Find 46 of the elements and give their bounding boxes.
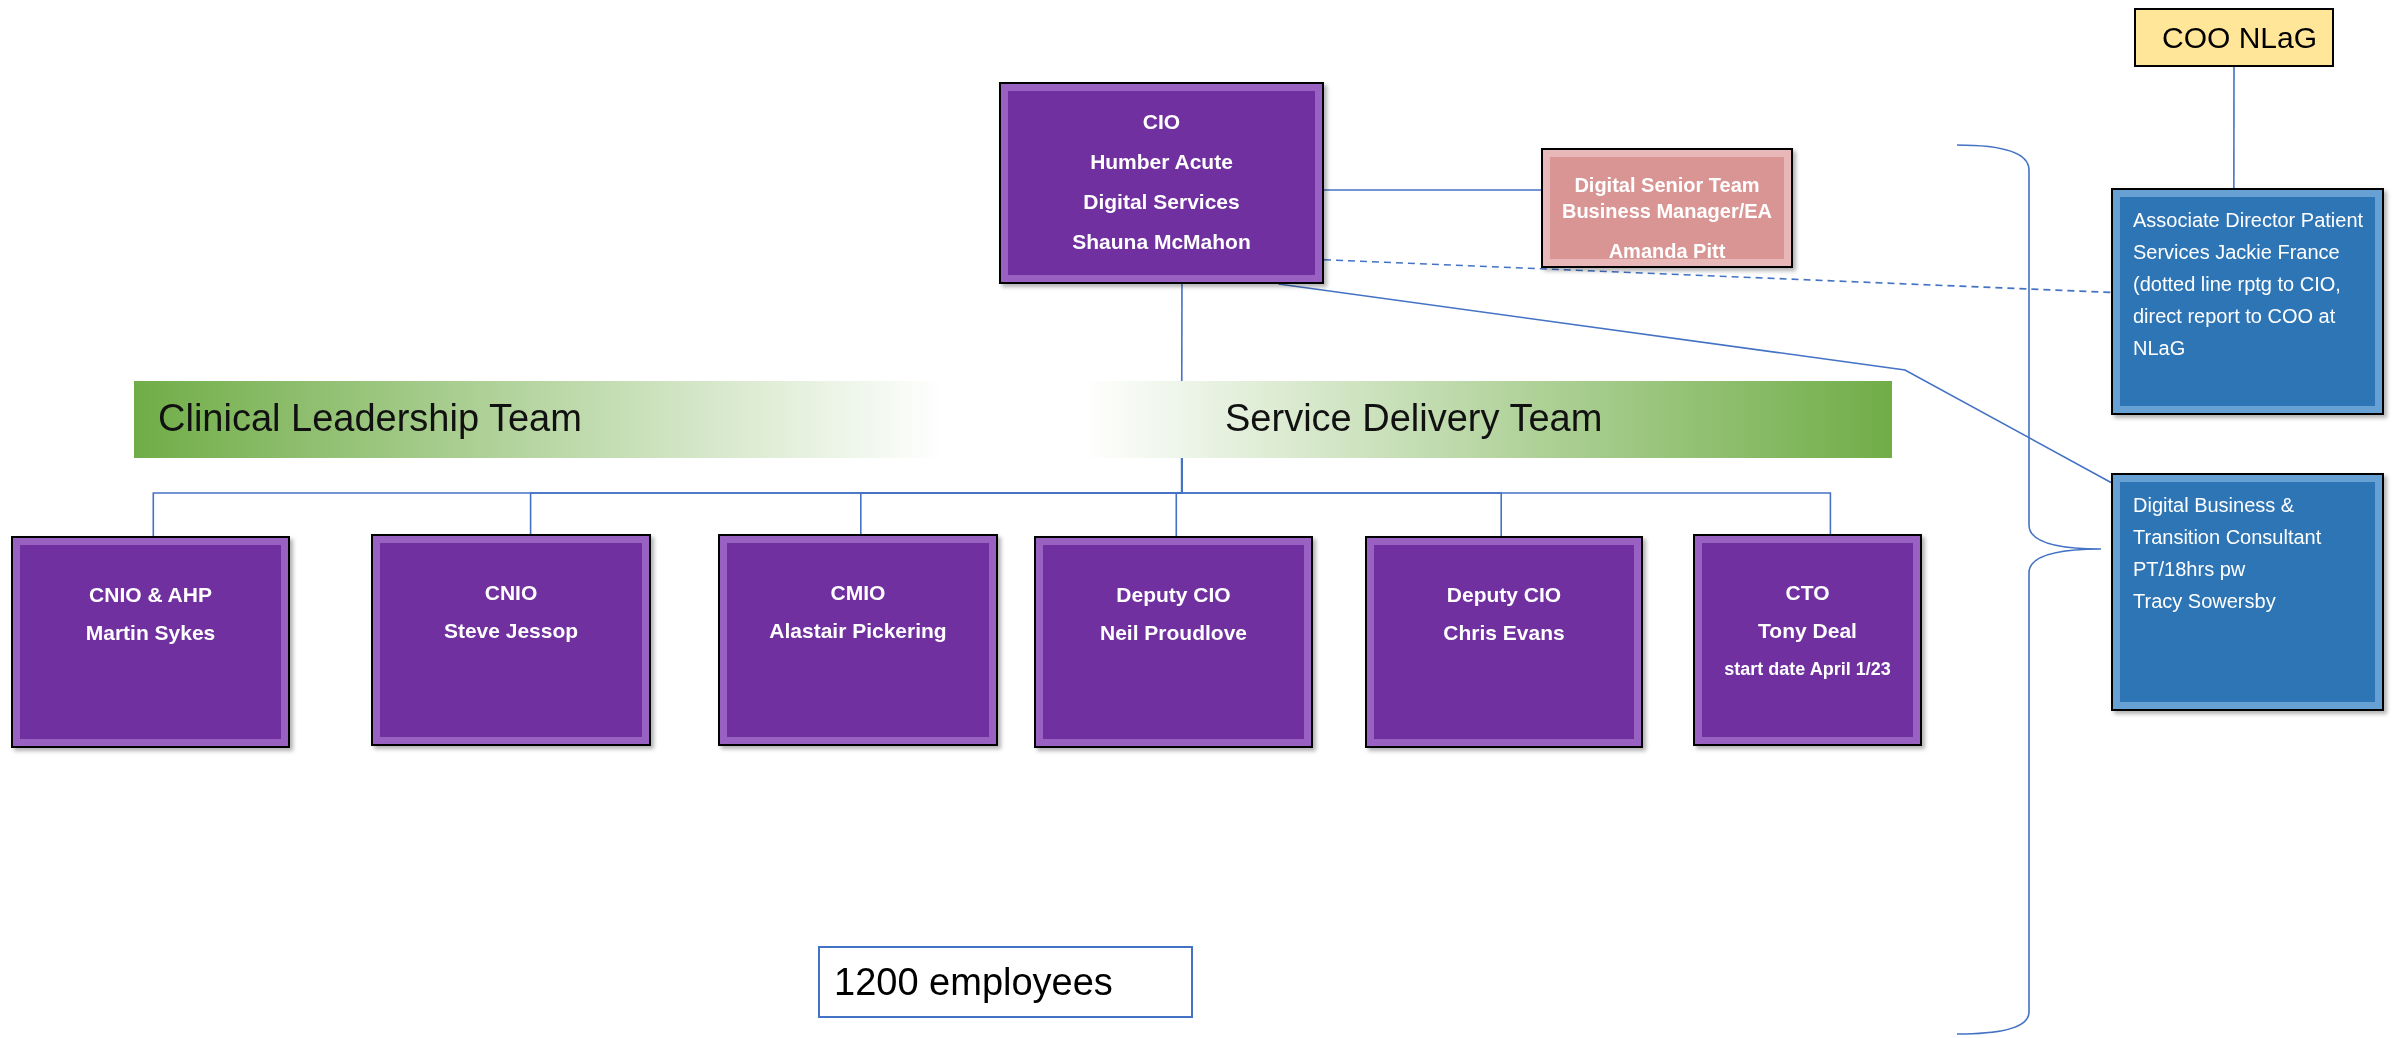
- role-detail: PT/18hrs pw: [2133, 557, 2246, 582]
- role-box: [718, 534, 998, 746]
- note-box: [818, 946, 1193, 1018]
- team-band: [134, 381, 1892, 458]
- role-title: Digital Senior Team Business Manager/EA: [1560, 173, 1774, 224]
- role-detail: Martin Sykes: [85, 620, 216, 646]
- role-detail: start date April 1/23: [1724, 658, 1891, 681]
- connector-line: [1323, 258, 2112, 294]
- role-title: CIO: [1142, 109, 1181, 135]
- role-title: Deputy CIO: [1446, 582, 1562, 608]
- connector-line: [1180, 283, 1183, 382]
- role-detail: Chris Evans: [1443, 620, 1565, 646]
- role-detail: Humber Acute: [1090, 149, 1233, 175]
- role-title: CTO: [1785, 580, 1830, 606]
- role-box: [2111, 473, 2384, 711]
- team-label: Clinical Leadership Team: [158, 396, 582, 441]
- role-box: [1365, 536, 1643, 748]
- role-box: [999, 82, 1324, 284]
- role-box: [2111, 188, 2384, 415]
- role-title: COO NLaG: [2162, 21, 2318, 54]
- connector-line: [2233, 66, 2235, 189]
- role-detail: Shauna McMahon: [1072, 229, 1251, 255]
- role-detail: Tony Deal: [1758, 618, 1857, 644]
- connector-line: [1323, 189, 1542, 191]
- role-title: CMIO: [830, 580, 886, 606]
- connector-line: [1180, 457, 1832, 535]
- role-title: Deputy CIO: [1116, 582, 1231, 608]
- role-title: Digital Business & Transition Consultant: [2133, 493, 2323, 550]
- role-box: [1541, 148, 1793, 268]
- team-label: Service Delivery Team: [1225, 396, 1603, 441]
- role-box: [1693, 534, 1922, 746]
- role-title: 1200 employees: [834, 961, 1113, 1003]
- role-detail: Digital Services: [1083, 189, 1240, 215]
- connector-line: [1277, 283, 2112, 484]
- role-box: [11, 536, 290, 748]
- role-box: [1034, 536, 1313, 748]
- role-detail: Neil Proudlove: [1100, 620, 1247, 646]
- role-detail: Tracy Sowersby: [2133, 589, 2276, 614]
- role-detail: Amanda Pitt: [1608, 239, 1726, 264]
- role-box: [2134, 8, 2334, 67]
- role-title: CNIO: [484, 580, 538, 606]
- role-title: CNIO & AHP: [89, 582, 212, 608]
- role-detail: Alastair Pickering: [769, 618, 947, 644]
- role-detail: Steve Jessop: [443, 618, 579, 644]
- role-box: [371, 534, 651, 746]
- role-title: Associate Director Patient Services Jackie France (dotted line rptg to CIO, direct report to COO at NLaG: [2133, 208, 2365, 361]
